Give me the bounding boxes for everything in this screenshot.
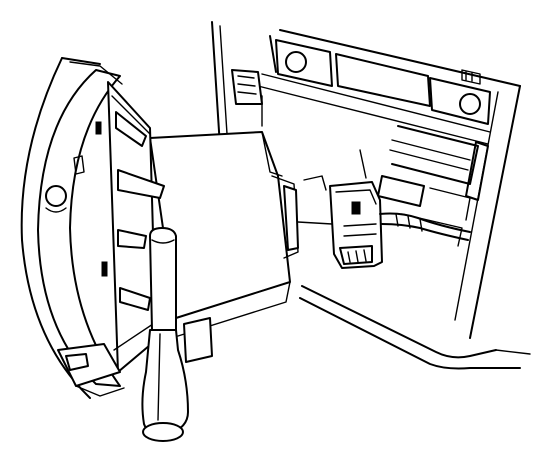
multifunction-lever — [141, 227, 189, 442]
electrical-connector — [297, 181, 471, 269]
dash-panel-opening — [211, 21, 531, 370]
